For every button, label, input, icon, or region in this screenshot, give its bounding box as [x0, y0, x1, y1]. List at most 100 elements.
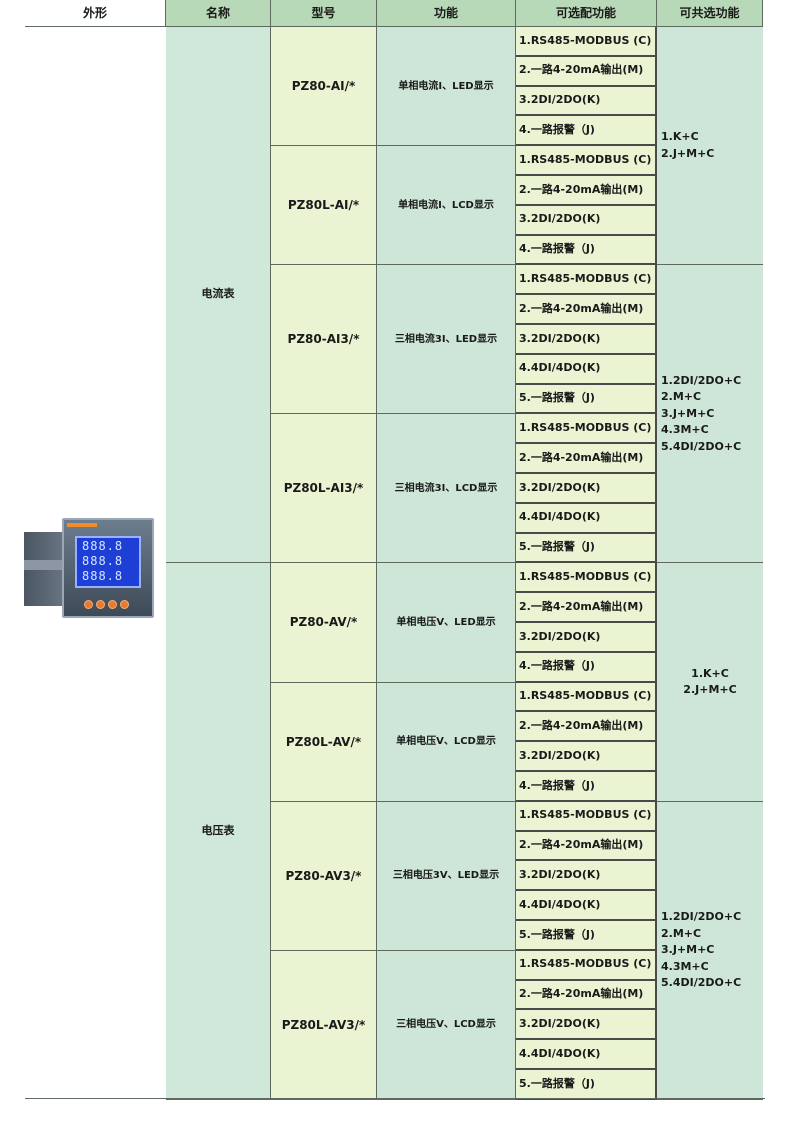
function-cell-text: 三相电流3I、LCD显示	[394, 482, 498, 494]
model-cell: PZ80-AV3/*	[271, 801, 377, 951]
optional-feature-cell-text: 3.2DI/2DO(K)	[519, 93, 601, 107]
model-cell-text: PZ80-AI3/*	[287, 332, 360, 347]
meter-button-icon	[84, 600, 93, 609]
optional-feature-cell: 2.一路4-20mA输出(M)	[516, 56, 657, 87]
meter-display-screen: 888.8 888.8 888.8	[75, 536, 141, 588]
function-cell-text: 单相电压V、LED显示	[396, 616, 496, 628]
optional-feature-cell-text: 1.RS485-MODBUS (C)	[519, 689, 652, 703]
combinable-feature-cell: 1.K+C 2.J+M+C	[657, 563, 763, 802]
header-cell: 外形	[25, 0, 166, 27]
combinable-feature-line: 2.M+C	[661, 390, 702, 404]
optional-feature-cell-text: 2.一路4-20mA输出(M)	[519, 301, 644, 315]
optional-feature-cell: 4.4DI/4DO(K)	[516, 354, 657, 385]
optional-feature-cell-text: 4.4DI/4DO(K)	[519, 510, 601, 524]
optional-feature-cell-text: 4.一路报警（J)	[519, 123, 595, 137]
optional-feature-cell-text: 2.一路4-20mA输出(M)	[519, 182, 644, 196]
combinable-feature-line: 2.J+M+C	[661, 146, 715, 160]
optional-feature-cell: 5.一路报警（J)	[516, 921, 657, 951]
optional-feature-cell: 1.RS485-MODBUS (C)	[516, 950, 657, 981]
model-cell-text: PZ80-AV/*	[289, 615, 358, 630]
model-cell-text: PZ80-AI/*	[291, 79, 356, 94]
function-cell-text: 单相电流I、LED显示	[398, 80, 494, 92]
optional-feature-cell-text: 3.2DI/2DO(K)	[519, 331, 601, 345]
optional-feature-cell: 5.一路报警（J)	[516, 1070, 657, 1100]
optional-feature-cell-text: 4.4DI/4DO(K)	[519, 1046, 601, 1060]
category-name-cell: 电压表	[166, 563, 271, 1100]
optional-feature-cell: 1.RS485-MODBUS (C)	[516, 265, 657, 296]
optional-feature-cell-text: 1.RS485-MODBUS (C)	[519, 421, 652, 435]
optional-feature-cell: 5.一路报警（J)	[516, 533, 657, 564]
function-cell: 三相电压V、LCD显示	[377, 950, 516, 1100]
model-cell: PZ80L-AI3/*	[271, 414, 377, 564]
meter-front-panel: 888.8 888.8 888.8	[62, 518, 154, 618]
optional-feature-cell: 1.RS485-MODBUS (C)	[516, 146, 657, 176]
combinable-feature-line: 5.4DI/2DO+C	[661, 976, 742, 990]
optional-feature-cell: 2.一路4-20mA输出(M)	[516, 593, 657, 623]
optional-feature-cell: 4.4DI/4DO(K)	[516, 1040, 657, 1070]
optional-feature-cell: 3.2DI/2DO(K)	[516, 325, 657, 355]
optional-feature-cell: 2.一路4-20mA输出(M)	[516, 444, 657, 474]
optional-feature-cell-text: 5.一路报警（J)	[519, 391, 595, 405]
optional-feature-cell: 3.2DI/2DO(K)	[516, 861, 657, 892]
model-cell-text: PZ80L-AV3/*	[281, 1017, 366, 1032]
optional-feature-cell-text: 3.2DI/2DO(K)	[519, 629, 601, 643]
header-cell-text: 可选配功能	[555, 6, 616, 20]
function-cell: 三相电流3I、LED显示	[377, 265, 516, 415]
category-name-cell-text: 电流表	[201, 287, 235, 301]
function-cell-text: 三相电流3I、LED显示	[394, 333, 498, 345]
optional-feature-cell-text: 4.一路报警（J)	[519, 778, 595, 792]
category-name-cell-text: 电压表	[201, 823, 235, 837]
optional-feature-cell-text: 3.2DI/2DO(K)	[519, 212, 601, 226]
header-cell-text: 功能	[433, 6, 458, 20]
function-cell-text: 三相电压3V、LED显示	[392, 870, 500, 882]
function-cell: 三相电流3I、LCD显示	[377, 414, 516, 564]
optional-feature-cell: 1.RS485-MODBUS (C)	[516, 682, 657, 713]
optional-feature-cell-text: 1.RS485-MODBUS (C)	[519, 272, 652, 286]
optional-feature-cell-text: 4.一路报警（J)	[519, 242, 595, 256]
optional-feature-cell-text: 5.一路报警（J)	[519, 927, 595, 941]
meter-button-icon	[96, 600, 105, 609]
meter-product-image: 888.8 888.8 888.8	[24, 516, 154, 620]
category-name-cell: 电流表	[166, 27, 271, 564]
combinable-feature-line: 1.K+C	[691, 666, 729, 680]
combinable-feature-line: 3.J+M+C	[661, 943, 715, 957]
optional-feature-cell: 4.一路报警（J)	[516, 652, 657, 683]
optional-feature-cell-text: 3.2DI/2DO(K)	[519, 480, 601, 494]
meter-button-icon	[108, 600, 117, 609]
optional-feature-cell: 4.一路报警（J)	[516, 235, 657, 266]
combinable-feature-line: 3.J+M+C	[661, 406, 715, 420]
model-cell-text: PZ80L-AV/*	[285, 734, 362, 749]
header-cell: 可选配功能	[516, 0, 657, 27]
model-cell-text: PZ80L-AI/*	[287, 198, 360, 213]
optional-feature-cell-text: 2.一路4-20mA输出(M)	[519, 987, 644, 1001]
meter-display-line: 888.8	[82, 554, 124, 568]
combinable-feature-line: 2.J+M+C	[683, 683, 737, 697]
function-cell-text: 单相电压V、LCD显示	[396, 736, 496, 748]
header-cell-text: 外形	[82, 6, 107, 20]
optional-feature-cell: 3.2DI/2DO(K)	[516, 1010, 657, 1041]
optional-feature-cell: 1.RS485-MODBUS (C)	[516, 801, 657, 832]
optional-feature-cell: 2.一路4-20mA输出(M)	[516, 980, 657, 1011]
optional-feature-cell: 2.一路4-20mA输出(M)	[516, 176, 657, 206]
optional-feature-cell: 3.2DI/2DO(K)	[516, 86, 657, 117]
header-cell: 功能	[377, 0, 516, 27]
optional-feature-cell-text: 3.2DI/2DO(K)	[519, 1017, 601, 1031]
function-cell-text: 三相电压V、LCD显示	[396, 1019, 496, 1031]
model-cell: PZ80L-AI/*	[271, 146, 377, 266]
table-bottom-rule	[25, 1098, 765, 1099]
model-cell: PZ80L-AV3/*	[271, 950, 377, 1100]
model-cell: PZ80-AI/*	[271, 27, 377, 147]
optional-feature-cell-text: 1.RS485-MODBUS (C)	[519, 570, 652, 584]
optional-feature-cell-text: 3.2DI/2DO(K)	[519, 868, 601, 882]
optional-feature-cell: 4.一路报警（J)	[516, 772, 657, 802]
optional-feature-cell-text: 4.4DI/4DO(K)	[519, 897, 601, 911]
meter-button-icon	[120, 600, 129, 609]
optional-feature-cell: 4.一路报警（J)	[516, 116, 657, 147]
optional-feature-cell: 1.RS485-MODBUS (C)	[516, 414, 657, 445]
function-cell: 单相电压V、LCD显示	[377, 682, 516, 802]
model-cell-text: PZ80-AV3/*	[285, 868, 362, 883]
optional-feature-cell: 4.4DI/4DO(K)	[516, 503, 657, 534]
optional-feature-cell: 5.一路报警（J)	[516, 384, 657, 415]
combinable-feature-line: 5.4DI/2DO+C	[661, 439, 742, 453]
